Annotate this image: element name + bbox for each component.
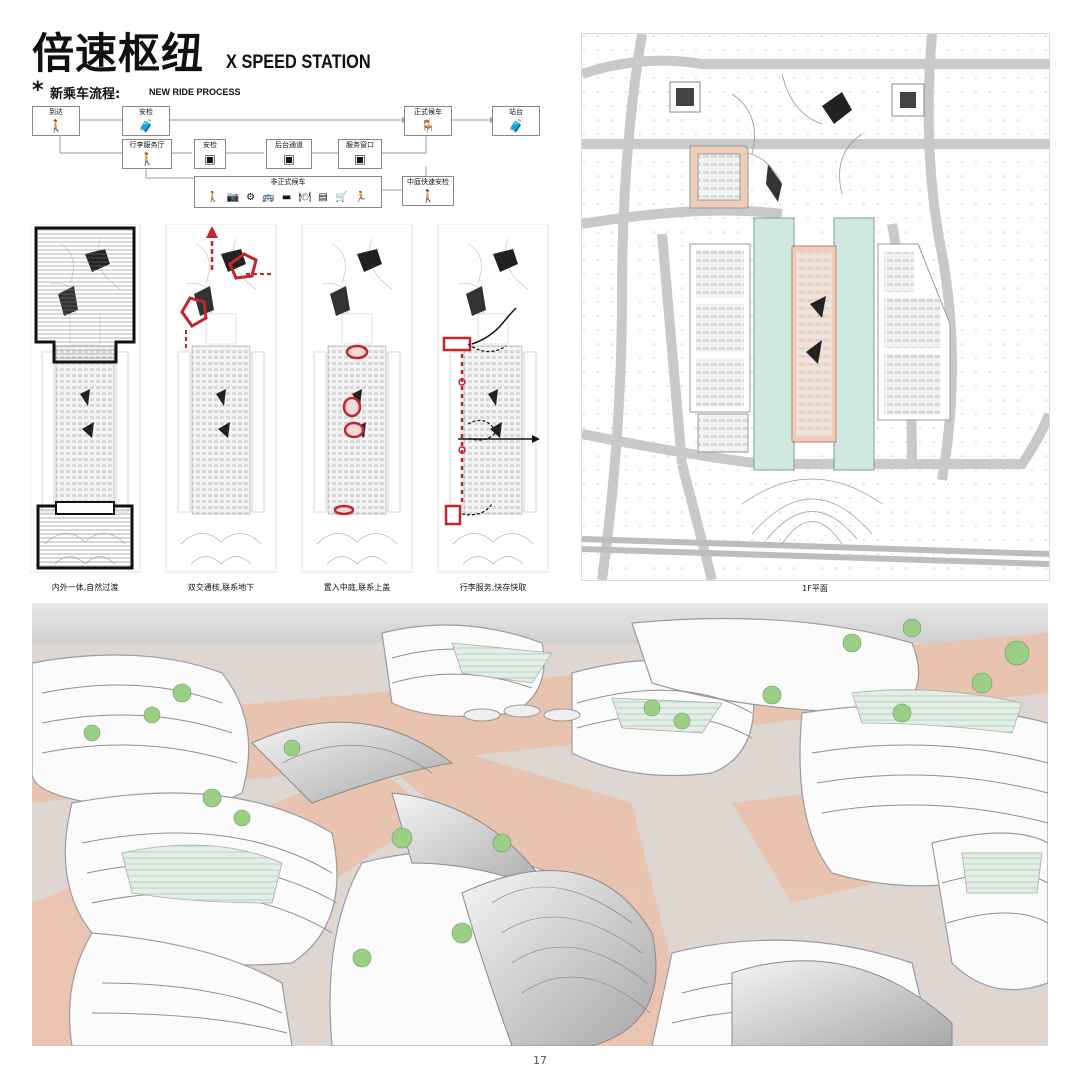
step-arrive: 到达 🚶 xyxy=(32,106,80,136)
plan-caption: 1F平面 xyxy=(802,584,828,593)
page-title-en: X SPEED STATION xyxy=(226,52,371,73)
diagram-luggage-service xyxy=(437,224,549,573)
subtitle: 新乘车流程: xyxy=(50,87,121,102)
step-service-window: 服务窗口 ▣ xyxy=(338,139,382,169)
step-label: 行李服务厅 xyxy=(129,141,165,149)
step-label: 非正式候车 xyxy=(270,178,306,186)
concept-diagram-drawings xyxy=(30,224,549,573)
diagram-caption: 行李服务,快存快取 xyxy=(459,583,527,592)
step-informal-waiting: 非正式候车 🚶 📷 ⚙ 🚌 ▬ 🍽 ▤ 🛒 🏃 xyxy=(194,176,382,208)
aerial-rendering-drawing xyxy=(32,603,1048,1046)
step-security-top: 安检 🧳 xyxy=(122,106,170,136)
step-luggage-hall: 行李服务厅 🚶 xyxy=(122,139,172,169)
bag-icon: ▣ xyxy=(204,152,216,166)
step-label: 站台 xyxy=(509,108,523,116)
luggage-security-icon: 🧳 xyxy=(138,119,154,133)
walking-person-icon: 🚶 xyxy=(420,189,436,203)
step-label: 到达 xyxy=(49,108,63,116)
luggage-platform-icon: 🧳 xyxy=(508,119,524,133)
page-number: 17 xyxy=(533,1054,547,1067)
ride-process-flowchart: 到达 🚶 安检 🧳 正式候车 🪑 站台 🧳 行李服务厅 🚶 安检 ▣ 后台通道 … xyxy=(30,100,550,210)
flow-connectors xyxy=(59,117,496,191)
concept-diagrams: 内外一体,自然过渡 双交通核,联系地下 置入中庭,联系上盖 行李服务,快存快取 xyxy=(30,224,550,596)
subtitle-en: NEW RIDE PROCESS xyxy=(149,87,241,97)
step-security-mid: 安检 ▣ xyxy=(194,139,226,169)
aerial-rendering xyxy=(32,603,1048,1046)
step-platform: 站台 🧳 xyxy=(492,106,540,136)
page-title: 倍速枢纽 xyxy=(32,29,205,78)
diagram-caption: 置入中庭,联系上盖 xyxy=(323,583,391,592)
step-back-channel: 后台通道 ▣ xyxy=(266,139,312,169)
step-label: 正式候车 xyxy=(414,108,442,116)
step-label: 中庭快速安检 xyxy=(407,178,449,186)
diagram-inside-outside xyxy=(30,224,141,573)
first-floor-site-plan xyxy=(581,33,1050,581)
step-courtyard-security: 中庭快速安检 🚶 xyxy=(402,176,454,206)
bag-icon: ▣ xyxy=(354,152,366,166)
step-label: 安检 xyxy=(139,108,153,116)
star-bullet-icon: * xyxy=(32,78,44,103)
diagram-courtyard xyxy=(301,224,413,573)
step-label: 后台通道 xyxy=(275,141,303,149)
amenities-icons: 🚶 📷 ⚙ 🚌 ▬ 🍽 ▤ 🛒 🏃 xyxy=(206,192,370,203)
site-plan-drawing xyxy=(582,34,1049,580)
diagram-caption: 双交通核,联系地下 xyxy=(187,583,255,592)
step-label: 安检 xyxy=(203,141,217,149)
seated-waiting-icon: 🪑 xyxy=(420,119,436,133)
walking-person-with-luggage-icon: 🚶 xyxy=(48,119,64,133)
bag-icon: ▣ xyxy=(283,152,295,166)
walking-person-icon: 🚶 xyxy=(139,152,155,166)
step-label: 服务窗口 xyxy=(346,141,374,149)
diagram-dual-core xyxy=(165,224,277,573)
step-boarding: 正式候车 🪑 xyxy=(404,106,452,136)
diagram-caption: 内外一体,自然过渡 xyxy=(51,583,119,592)
